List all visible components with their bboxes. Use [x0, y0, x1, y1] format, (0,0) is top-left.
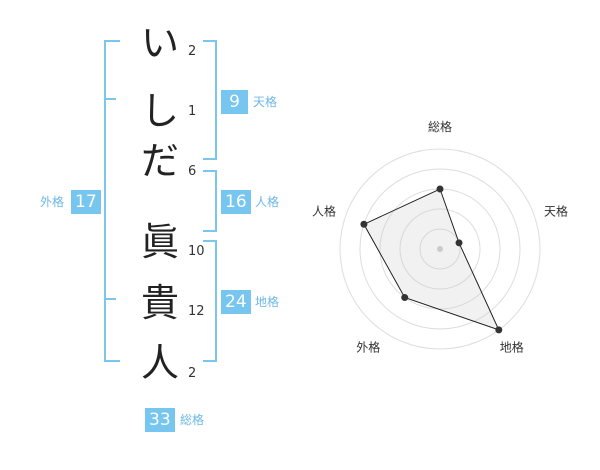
jinkaku-badge: 16 — [221, 190, 251, 214]
tenkaku-label: 天格 — [253, 95, 278, 109]
gaikaku-badge: 17 — [71, 190, 101, 214]
radar-point-5 — [360, 220, 368, 228]
radar-ring-4 — [359, 168, 521, 330]
chikaku-label: 地格 — [255, 295, 280, 309]
stroke-count-2: 1 — [188, 104, 197, 119]
name-char-6: 人 — [140, 341, 179, 385]
radar-point-2 — [455, 239, 463, 247]
radar-axis-label-1: 総格 — [428, 119, 452, 134]
stroke-count-6: 2 — [188, 366, 197, 381]
radar-axis-label-3: 地格 — [500, 340, 524, 355]
radar-axis-label-5: 人格 — [312, 203, 336, 218]
name-char-3: だ — [140, 139, 179, 183]
soukaku-label: 総格 — [180, 413, 205, 427]
radar-point-4 — [401, 294, 409, 302]
tenkaku-bracket — [203, 40, 217, 160]
stroke-count-1: 2 — [188, 44, 197, 59]
gaikaku-bracket — [104, 40, 120, 362]
gaikaku-bracket-tick-lower — [104, 298, 116, 300]
jinkaku-bracket — [203, 170, 217, 232]
name-char-4: 眞 — [140, 220, 179, 264]
name-char-2: し — [140, 89, 179, 133]
gaikaku-bracket-tick-upper — [104, 98, 116, 100]
name-char-1: い — [140, 21, 179, 65]
chikaku-bracket — [203, 240, 217, 362]
radar-area — [363, 188, 500, 331]
stroke-count-5: 12 — [188, 304, 205, 319]
radar-point-3 — [495, 326, 503, 334]
radar-ring-1 — [419, 228, 461, 270]
radar-point-1 — [436, 185, 444, 193]
jinkaku-label: 人格 — [255, 195, 280, 209]
stroke-count-3: 6 — [188, 164, 197, 179]
chikaku-badge: 24 — [221, 290, 251, 314]
tenkaku-badge: 9 — [221, 90, 248, 114]
name-char-5: 貴 — [140, 281, 179, 325]
soukaku-badge: 33 — [145, 408, 175, 432]
radar-ring-5 — [339, 148, 541, 350]
radar-ring-2 — [399, 208, 481, 290]
radar-center-dot — [437, 246, 443, 252]
gaikaku-label: 外格 — [40, 195, 65, 209]
radar-axis-label-4: 外格 — [356, 340, 380, 355]
radar-axis-label-2: 天格 — [544, 203, 568, 218]
stroke-count-4: 10 — [188, 244, 205, 259]
